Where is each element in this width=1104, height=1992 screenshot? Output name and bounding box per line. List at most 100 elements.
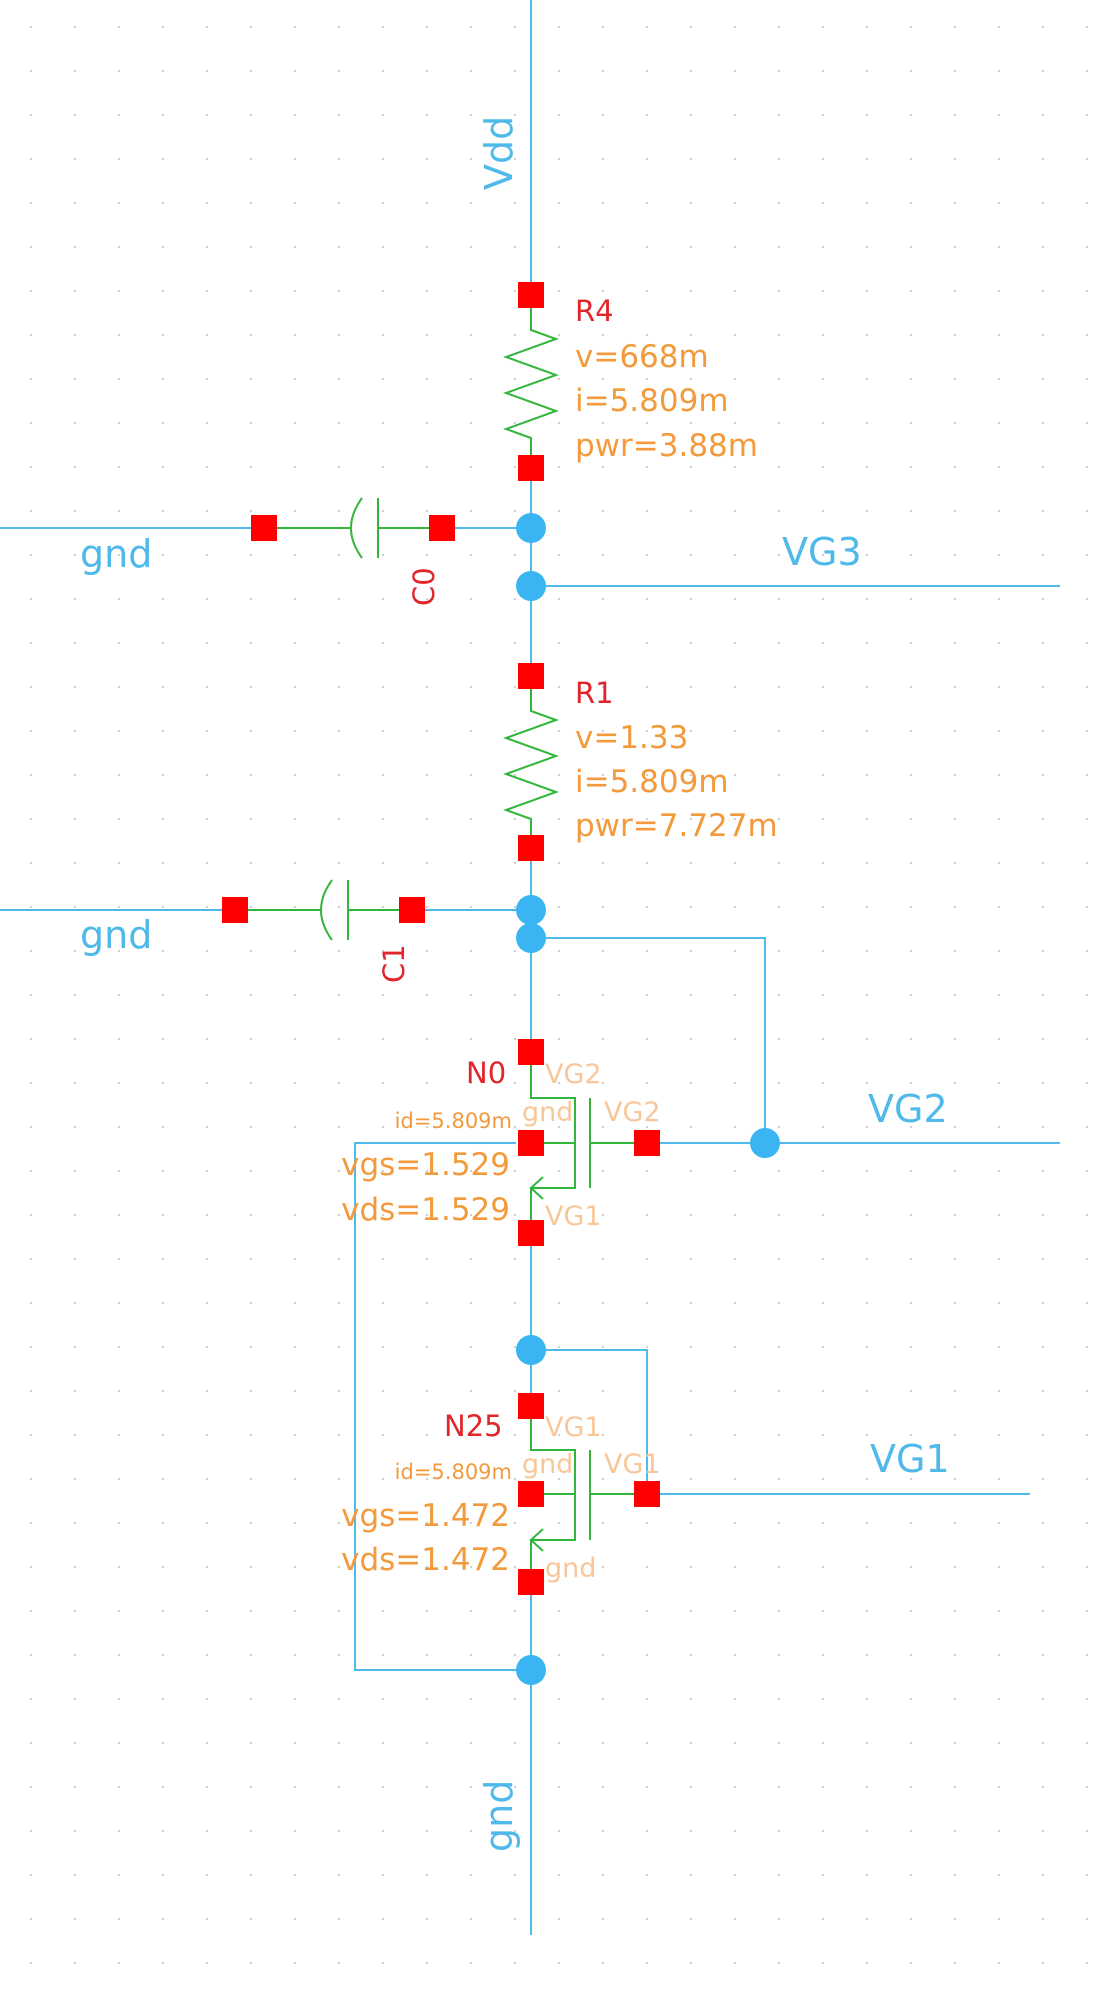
grid-dot: [206, 70, 208, 72]
grid-dot: [778, 1170, 780, 1172]
grid-dot: [338, 642, 340, 644]
grid-dot: [954, 1698, 956, 1700]
grid-dot: [646, 1698, 648, 1700]
grid-dot: [382, 1302, 384, 1304]
grid-dot: [822, 334, 824, 336]
n25-nmos-symbol: [529, 1406, 647, 1582]
grid-dot: [646, 1566, 648, 1568]
grid-dot: [382, 774, 384, 776]
grid-dot: [998, 1346, 1000, 1348]
grid-dot: [822, 70, 824, 72]
grid-dot: [382, 1566, 384, 1568]
grid-dot: [294, 246, 296, 248]
grid-dot: [162, 510, 164, 512]
grid-dot: [206, 1962, 208, 1964]
grid-dot: [1042, 1346, 1044, 1348]
grid-dot: [1042, 510, 1044, 512]
grid-dot: [734, 1918, 736, 1920]
grid-dot: [866, 1390, 868, 1392]
grid-dot: [558, 1434, 560, 1436]
grid-dot: [30, 334, 32, 336]
grid-dot: [162, 1874, 164, 1876]
grid-dot: [558, 1962, 560, 1964]
grid-dot: [514, 26, 516, 28]
grid-dot: [118, 994, 120, 996]
grid-dot: [470, 774, 472, 776]
grid-dot: [162, 1742, 164, 1744]
grid-dot: [998, 730, 1000, 732]
grid-dot: [30, 1434, 32, 1436]
grid-dot: [294, 1786, 296, 1788]
grid-dot: [470, 1918, 472, 1920]
grid-dot: [1086, 1918, 1088, 1920]
grid-dot: [470, 246, 472, 248]
grid-dot: [1086, 774, 1088, 776]
grid-dot: [646, 334, 648, 336]
grid-dot: [778, 818, 780, 820]
grid-dot: [822, 1390, 824, 1392]
grid-dot: [470, 686, 472, 688]
grid-dot: [910, 730, 912, 732]
grid-dot: [30, 1214, 32, 1216]
c1-name: C1: [377, 944, 411, 983]
grid-dot: [294, 1610, 296, 1612]
grid-dot: [998, 774, 1000, 776]
r1-voltage: v=1.33: [575, 720, 688, 756]
grid-dot: [206, 1522, 208, 1524]
grid-dot: [734, 1258, 736, 1260]
grid-dot: [690, 686, 692, 688]
grid-dot: [734, 202, 736, 204]
grid-dot: [558, 1258, 560, 1260]
grid-dot: [118, 1214, 120, 1216]
grid-dot: [426, 1566, 428, 1568]
grid-dot: [74, 1478, 76, 1480]
grid-dot: [514, 114, 516, 116]
grid-dot: [646, 1082, 648, 1084]
grid-dot: [118, 950, 120, 952]
grid-dot: [558, 686, 560, 688]
grid-dot: [74, 1918, 76, 1920]
grid-dot: [558, 862, 560, 864]
grid-dot: [822, 1874, 824, 1876]
grid-dot: [118, 422, 120, 424]
grid-dot: [382, 554, 384, 556]
grid-dot: [162, 70, 164, 72]
grid-dot: [206, 642, 208, 644]
grid-dot: [514, 1742, 516, 1744]
grid-dot: [206, 1170, 208, 1172]
grid-dot: [470, 1214, 472, 1216]
grid-dot: [74, 906, 76, 908]
grid-dot: [998, 378, 1000, 380]
grid-dot: [30, 290, 32, 292]
grid-dot: [162, 554, 164, 556]
grid-dot: [426, 1302, 428, 1304]
grid-dot: [602, 642, 604, 644]
grid-dot: [778, 1126, 780, 1128]
grid-dot: [822, 994, 824, 996]
grid-dot: [250, 1346, 252, 1348]
grid-dot: [778, 642, 780, 644]
grid-dot: [470, 378, 472, 380]
grid-dot: [74, 202, 76, 204]
grid-dot: [206, 818, 208, 820]
grid-dot: [118, 290, 120, 292]
grid-dot: [734, 510, 736, 512]
grid-dot: [778, 70, 780, 72]
wire-vg1-feedback: [531, 1349, 648, 1494]
grid-dot: [910, 774, 912, 776]
grid-dot: [910, 1918, 912, 1920]
grid-dot: [646, 1038, 648, 1040]
grid-dot: [470, 1522, 472, 1524]
grid-dot: [162, 730, 164, 732]
grid-dot: [426, 818, 428, 820]
grid-dot: [690, 1698, 692, 1700]
grid-dot: [866, 554, 868, 556]
grid-dot: [250, 26, 252, 28]
grid-dot: [822, 642, 824, 644]
grid-dot: [470, 422, 472, 424]
grid-dot: [426, 906, 428, 908]
grid-dot: [1086, 378, 1088, 380]
grid-dot: [250, 730, 252, 732]
grid-dot: [294, 1126, 296, 1128]
